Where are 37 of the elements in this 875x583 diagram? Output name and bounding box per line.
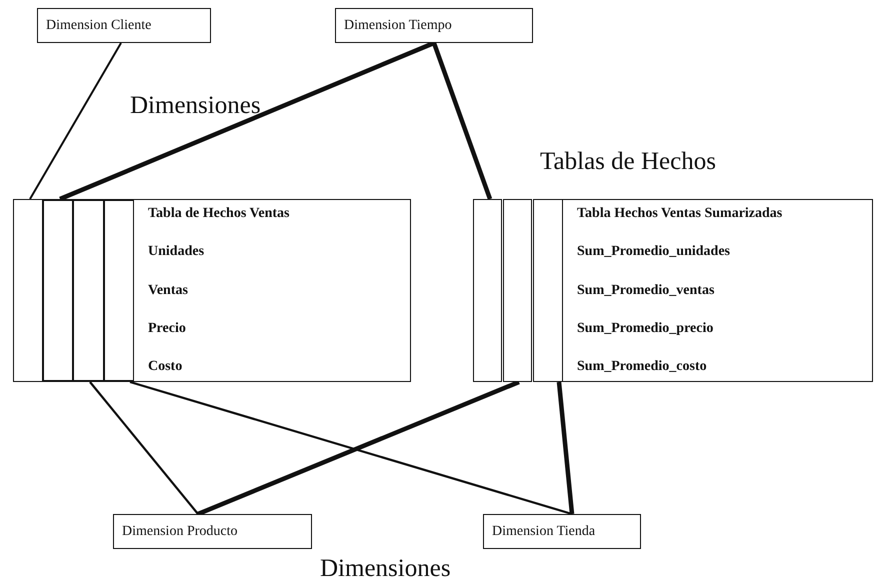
measure-field: Precio [148,320,410,337]
key-column [533,199,564,382]
table-title: Tabla Hechos Ventas Sumarizadas [577,206,784,222]
measure-field: Costo [148,359,410,375]
connector-line [89,381,199,515]
measure-field: Unidades [148,244,410,260]
dimension-box [483,514,641,549]
connector-line [130,380,572,516]
dimension-name: Dimension Tienda [492,524,596,540]
key-column [503,199,532,382]
section-heading: Dimensiones [320,555,451,583]
measure-field: Ventas [148,282,410,298]
connector-line [197,380,520,516]
connector-line [556,382,574,514]
key-column [72,199,105,382]
dimension-name: Dimension Cliente [46,18,152,34]
measure-field: Sum_Promedio_unidades [577,244,872,260]
connector-line [59,40,435,202]
dimension-box [37,8,211,43]
key-column [103,199,135,382]
measure-field: Sum_Promedio_precio [577,320,872,337]
dimension-name: Dimension Producto [122,524,238,540]
fact-table-box [562,199,873,382]
connector-line [432,42,492,200]
dimension-box [113,514,312,549]
connector-line [29,42,122,200]
table-title: Tabla de Hechos Ventas [148,206,290,222]
dimension-name: Dimension Tiempo [344,18,453,34]
measure-field: Sum_Promedio_costo [577,359,872,375]
dimension-box [335,8,533,43]
key-column [473,199,502,382]
measure-field: Sum_Promedio_ventas [577,282,872,298]
section-heading: Tablas de Hechos [540,148,716,176]
key-column [42,199,74,382]
section-heading: Dimensiones [130,92,261,120]
fact-table-box [133,199,411,382]
key-column [13,199,44,382]
